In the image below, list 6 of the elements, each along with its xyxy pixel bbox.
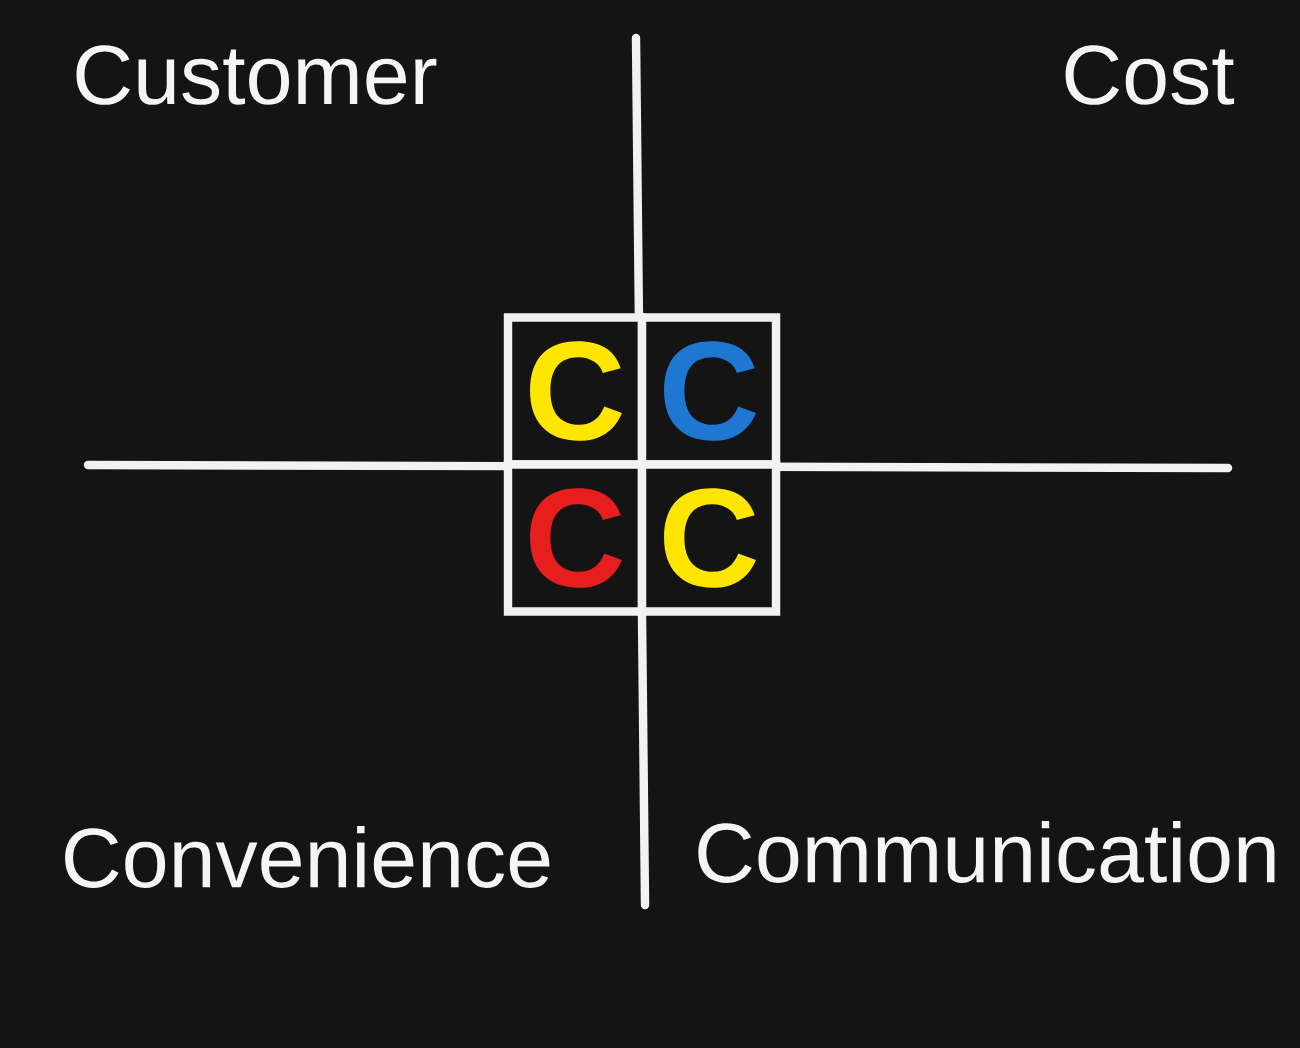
letter-cell: C xyxy=(503,460,647,616)
chalk-label: Customer xyxy=(76,45,437,105)
chalk-label: Cost xyxy=(1065,45,1235,105)
chalk-label: Communication xyxy=(698,821,1275,883)
letter-cell: C xyxy=(637,460,781,616)
chalk-label: Convenience xyxy=(65,826,550,888)
